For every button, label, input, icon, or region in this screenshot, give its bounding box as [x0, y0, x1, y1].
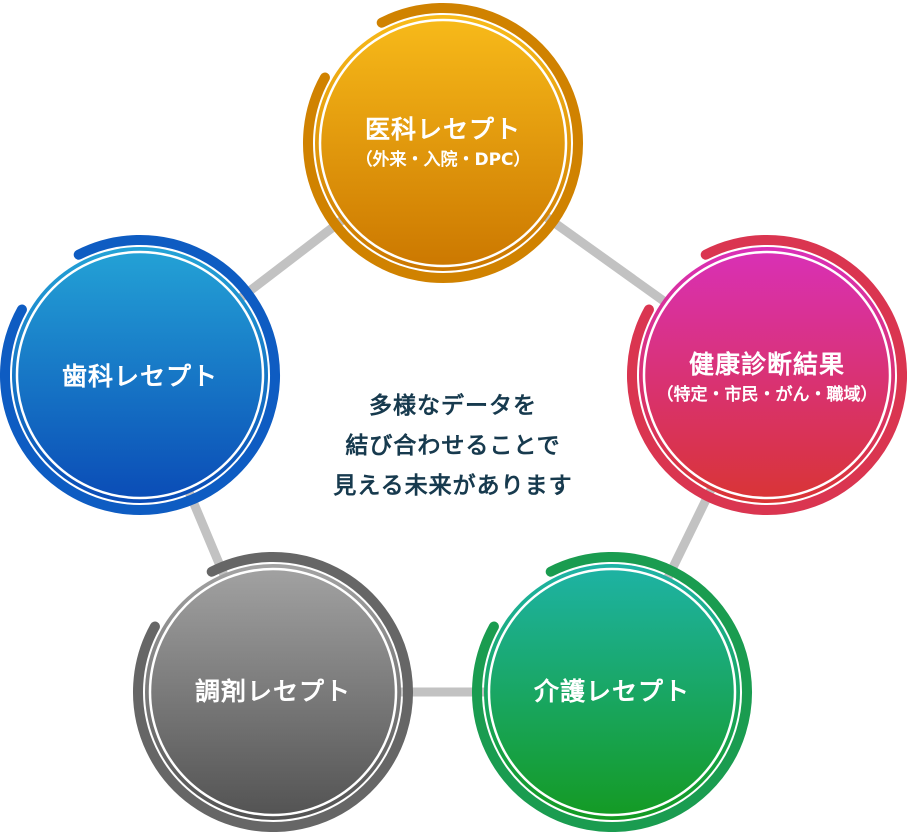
node-title: 歯科レセプト [61, 362, 218, 391]
outer-ring-arc [303, 3, 583, 283]
inner-white-ring [487, 567, 737, 817]
node-dental[interactable]: 歯科レセプト [10, 360, 270, 394]
outer-ring-arc [0, 235, 280, 515]
outer-ring-arc [627, 235, 907, 515]
center-message-line: 多様なデータを [369, 393, 537, 419]
circle-fill [12, 247, 268, 503]
node-care[interactable]: 介護レセプト [482, 675, 742, 709]
circle-fill [484, 564, 740, 820]
inner-white-ring [318, 18, 568, 268]
outer-ring-arc [133, 552, 413, 832]
center-message-line: 見える未来があります [333, 473, 573, 499]
node-medical[interactable]: 医科レセプト （外来・入院・DPC） [313, 113, 573, 173]
circle-dental [0, 235, 280, 515]
node-subtitle: （特定・市民・がん・職域） [656, 385, 878, 405]
node-title: 医科レセプト [364, 115, 521, 144]
circle-fill [145, 564, 401, 820]
inner-white-ring [148, 567, 398, 817]
node-pharmacy[interactable]: 調剤レセプト [143, 675, 403, 709]
circle-health [627, 235, 907, 515]
circle-care [472, 552, 752, 832]
inner-white-ring [15, 250, 265, 500]
outer-ring-arc [472, 552, 752, 832]
circle-fill [315, 15, 571, 271]
node-title: 調剤レセプト [194, 677, 351, 706]
center-message: 多様なデータを 結び合わせることで 見える未来があります [333, 386, 572, 506]
node-title: 健康診断結果 [688, 350, 845, 379]
circles [0, 3, 907, 832]
node-health[interactable]: 健康診断結果 （特定・市民・がん・職域） [637, 348, 897, 408]
circle-fill [639, 247, 895, 503]
center-message-line: 結び合わせることで [345, 433, 561, 459]
inner-white-ring [642, 250, 892, 500]
node-title: 介護レセプト [533, 677, 690, 706]
circle-pharmacy [133, 552, 413, 832]
circle-medical [303, 3, 583, 283]
node-subtitle: （外来・入院・DPC） [355, 150, 531, 170]
